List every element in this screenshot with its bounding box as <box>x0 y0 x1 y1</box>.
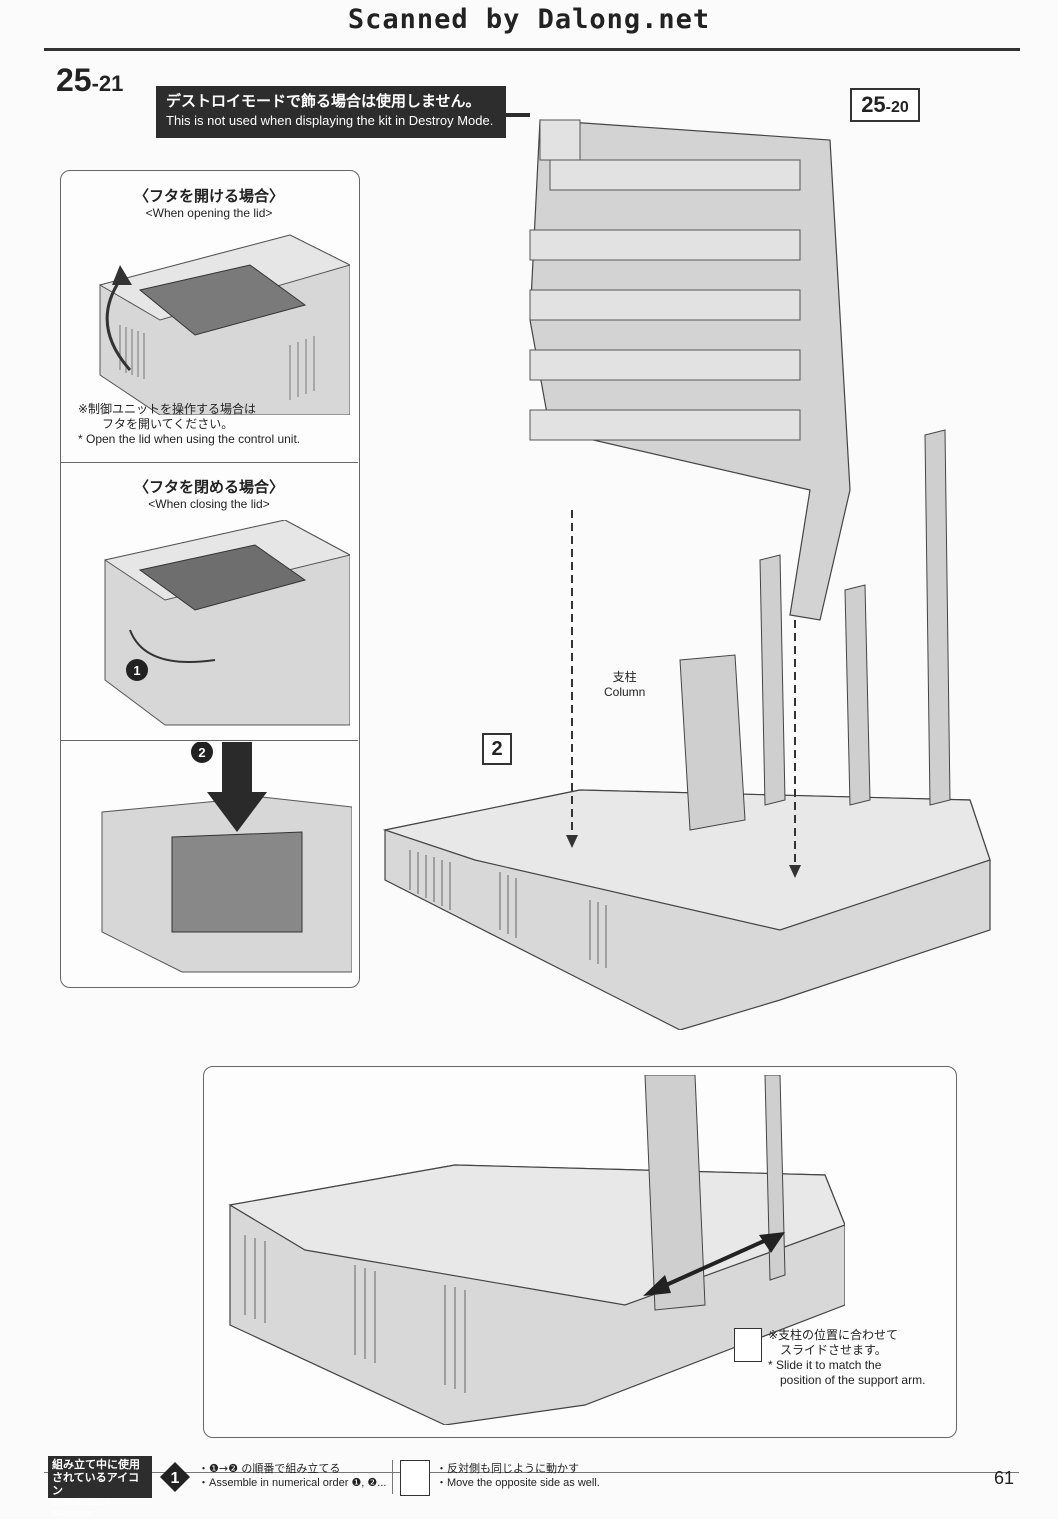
lid-close-title-en: <When closing the lid> <box>148 497 270 511</box>
part-number-box: 2 <box>482 733 512 765</box>
slide-note-jp-1: ※支柱の位置に合わせて <box>768 1328 899 1342</box>
panel-divider-1 <box>60 462 358 463</box>
opposite-side-legend: ・反対側も同じように動かす ・Move the opposite side as… <box>436 1462 600 1490</box>
column-label-jp: 支柱 <box>612 670 637 684</box>
legend-jp-2: されているアイコン <box>52 1471 140 1497</box>
legend-jp-1: 組み立て中に使用 <box>52 1458 140 1471</box>
legend-en: Symbols used in instructions <box>52 1498 111 1518</box>
header-rule <box>44 48 1020 51</box>
slide-note-en-2: position of the support arm. <box>780 1373 926 1387</box>
step-order-legend: ・❶→❷ の順番で組み立てる ・Assemble in numerical or… <box>198 1462 386 1490</box>
reference-step-main: 25 <box>861 92 886 117</box>
lid-open-caption: 〈フタを開ける場合〉 <When opening the lid> <box>60 185 358 220</box>
lid-open-note: ※制御ユニットを操作する場合は フタを開いてください。 * Open the l… <box>78 402 300 447</box>
footer-divider <box>392 1460 393 1494</box>
reference-step-box: 25-20 <box>850 88 920 122</box>
stand-main-illustration <box>382 119 991 1030</box>
lid-close-illustration-1: 1 <box>103 520 350 726</box>
step-number: 25-21 <box>56 62 123 99</box>
slide-note: ※支柱の位置に合わせて スライドさせます。 * Slide it to matc… <box>768 1328 925 1388</box>
step-number-main: 25 <box>56 62 92 98</box>
slide-note-jp-2: スライドさせます。 <box>780 1343 887 1357</box>
icon-legend-box: 組み立て中に使用 されているアイコン Symbols used in instr… <box>48 1456 152 1518</box>
page-number: 61 <box>994 1468 1015 1488</box>
notice-pointer <box>506 113 530 117</box>
slide-note-en-1: * Slide it to match the <box>768 1358 882 1372</box>
step-order-legend-en: ・Assemble in numerical order ❶, ❷... <box>198 1477 387 1489</box>
lid-open-note-jp-1: ※制御ユニットを操作する場合は <box>78 402 257 416</box>
lid-open-note-jp-2: フタを開いてください。 <box>102 417 234 431</box>
footer-rule <box>44 1472 1019 1473</box>
opposite-side-legend-jp: ・反対側も同じように動かす <box>436 1462 579 1475</box>
lid-open-title-jp: 〈フタを開ける場合〉 <box>133 187 284 205</box>
column-label: 支柱 Column <box>604 670 645 700</box>
slide-detail-illustration <box>228 1075 845 1425</box>
lid-open-title-en: <When opening the lid> <box>145 206 273 220</box>
lid-close-caption: 〈フタを閉める場合〉 <When closing the lid> <box>60 476 358 511</box>
reference-step-sub: -20 <box>885 99 909 116</box>
panel-divider-2 <box>60 740 358 741</box>
opposite-side-legend-icon <box>400 1460 430 1496</box>
notice-en: This is not used when displaying the kit… <box>166 113 494 128</box>
destroy-mode-notice: デストロイモードで飾る場合は使用しません。 This is not used w… <box>156 86 506 138</box>
step-number-sub: -21 <box>91 71 124 96</box>
step-order-legend-jp: ・❶→❷ の順番で組み立てる <box>198 1462 341 1475</box>
opposite-side-legend-en: ・Move the opposite side as well. <box>436 1477 600 1489</box>
step-one-marker: 1 <box>133 663 140 678</box>
scan-credit: Scanned by Dalong.net <box>347 4 711 35</box>
lid-close-illustration-2: 2 <box>101 742 352 973</box>
step-order-icon-number: 1 <box>171 1470 180 1487</box>
notice-jp: デストロイモードで飾る場合は使用しません。 <box>166 92 481 110</box>
step-order-icon: 1 <box>160 1462 190 1492</box>
opposite-side-icon <box>734 1328 762 1362</box>
lid-open-note-en: * Open the lid when using the control un… <box>78 432 301 446</box>
column-label-en: Column <box>604 685 646 699</box>
step-two-marker: 2 <box>198 745 205 760</box>
lid-close-title-jp: 〈フタを閉める場合〉 <box>133 478 284 496</box>
lid-open-illustration <box>98 234 350 415</box>
